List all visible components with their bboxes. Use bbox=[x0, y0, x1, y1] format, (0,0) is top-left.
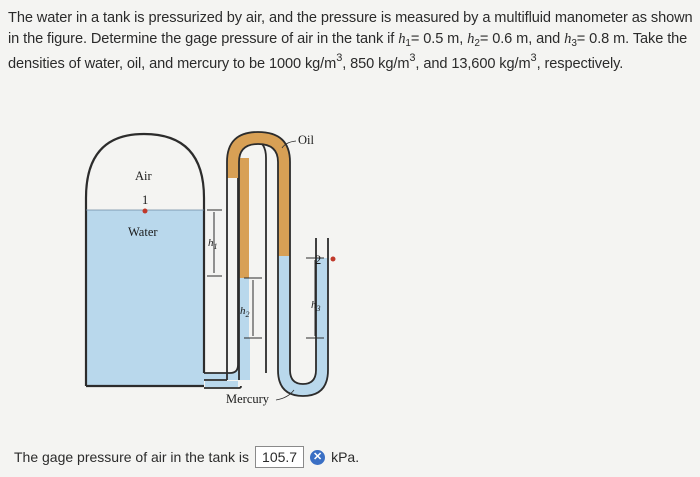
marker-1-dot bbox=[142, 208, 148, 214]
h3-var: h bbox=[564, 31, 572, 47]
h3-label: h3 bbox=[311, 299, 321, 313]
h3-sub: 3 bbox=[571, 38, 577, 49]
label-mercury: Mercury bbox=[226, 392, 270, 406]
answer-row: The gage pressure of air in the tank is … bbox=[14, 446, 359, 468]
connection-pipe bbox=[204, 379, 242, 389]
problem-intro: The water in a tank is pressurized by ai… bbox=[8, 10, 693, 47]
marker-1-label: 1 bbox=[142, 193, 148, 207]
tube-outline-inner bbox=[226, 131, 317, 385]
label-water: Water bbox=[128, 225, 158, 239]
marker-2-dot bbox=[330, 256, 336, 262]
answer-prefix: The gage pressure of air in the tank is bbox=[14, 449, 250, 465]
tank-outline bbox=[84, 132, 206, 386]
wrong-icon: ✕ bbox=[310, 449, 326, 465]
unit-sup-3: 3 bbox=[530, 52, 537, 64]
answer-input[interactable]: 105.7 bbox=[255, 446, 305, 468]
connection-fill bbox=[205, 381, 238, 387]
unit-sup-1: 3 bbox=[336, 52, 343, 64]
right-leg-mercury bbox=[278, 256, 290, 376]
h2-sub: 2 bbox=[474, 38, 480, 49]
density-mercury: , and 13,600 kg/m bbox=[415, 56, 531, 72]
density-oil: , 850 kg/m bbox=[342, 56, 410, 72]
answer-unit: kPa. bbox=[331, 449, 360, 465]
label-oil: Oil bbox=[298, 133, 315, 147]
label-air: Air bbox=[135, 169, 153, 183]
manometer-figure: h1 h2 h3 1 2 Air Water Oil Mercury bbox=[84, 131, 336, 406]
h1-label: h1 bbox=[208, 237, 218, 251]
oil-leader bbox=[281, 140, 297, 149]
problem-statement: The water in a tank is pressurized by ai… bbox=[8, 8, 694, 75]
tube-outline-outer bbox=[238, 143, 329, 397]
h1-sub: 1 bbox=[405, 38, 411, 49]
problem-outro: , respectively. bbox=[536, 56, 624, 72]
right-leg-oil bbox=[278, 162, 290, 256]
left-leg-oil bbox=[239, 158, 249, 278]
unit-sup-2: 3 bbox=[409, 52, 416, 64]
tank-water bbox=[86, 210, 204, 386]
h1-var: h bbox=[398, 31, 406, 47]
left-leg-mercury bbox=[239, 278, 249, 376]
mercury-leader bbox=[275, 389, 295, 401]
marker-2-label: 2 bbox=[315, 253, 321, 267]
h2-label: h2 bbox=[240, 305, 250, 319]
h2-var: h bbox=[467, 31, 475, 47]
second-u-mercury bbox=[278, 258, 328, 396]
h1-value: = 0.5 m, bbox=[410, 31, 468, 47]
h2-value: = 0.6 m, and bbox=[479, 31, 565, 47]
h3-value: = 0.8 m. Take the densities of water, oi… bbox=[8, 31, 688, 72]
